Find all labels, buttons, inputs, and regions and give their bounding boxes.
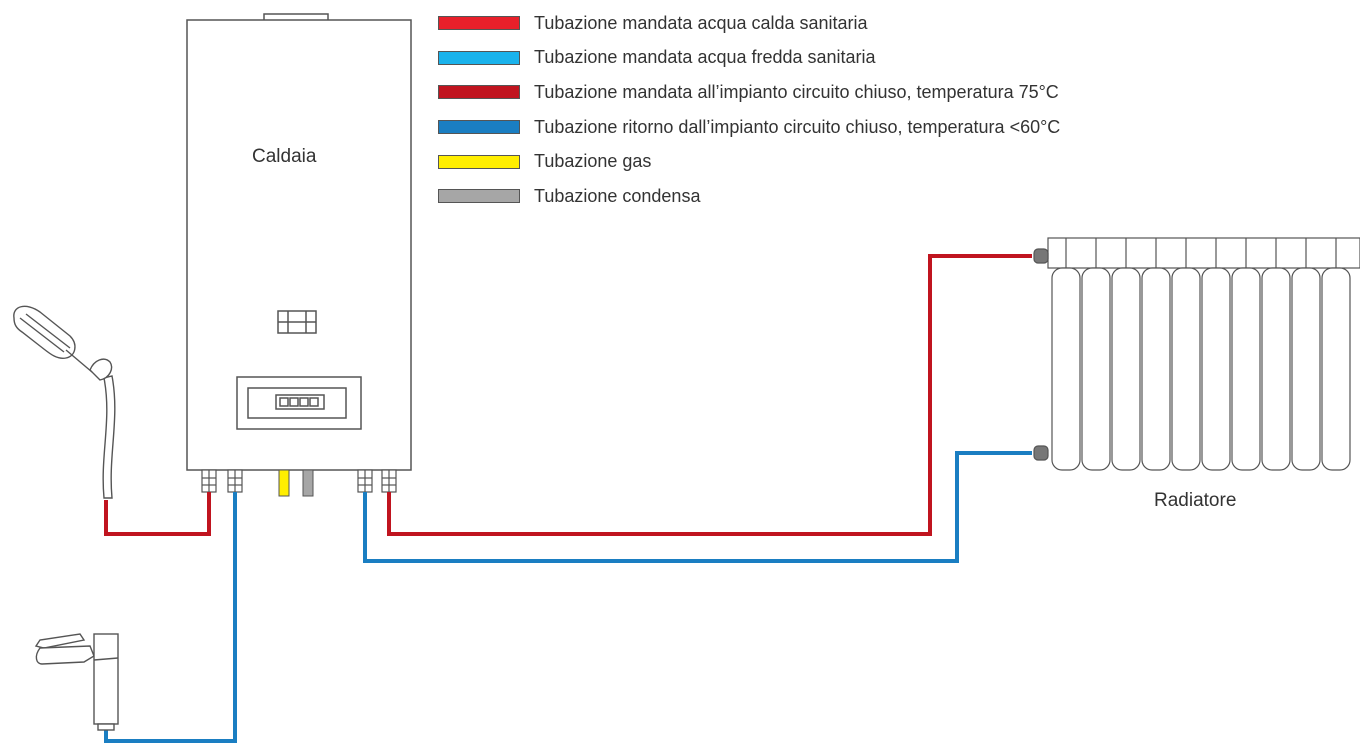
boiler-label: Caldaia — [252, 146, 317, 167]
legend-item-cold-sanitary: Tubazione mandata acqua fredda sanitaria — [438, 41, 1060, 76]
legend-label: Tubazione mandata all’impianto circuito … — [534, 81, 1059, 102]
legend-label: Tubazione gas — [534, 151, 652, 172]
condensate-pipe — [302, 469, 314, 497]
legend-item-gas: Tubazione gas — [438, 144, 1060, 179]
legend-label: Tubazione mandata acqua fredda sanitaria — [534, 47, 876, 68]
legend-item-closed-circuit-return: Tubazione ritorno dall’impianto circuito… — [438, 110, 1060, 145]
cold-water-pipe-tap — [104, 492, 237, 743]
shower-head-icon — [13, 305, 116, 499]
legend-label: Tubazione mandata acqua calda sanitaria — [534, 12, 868, 33]
legend-swatch — [438, 154, 520, 169]
legend-label: Tubazione condensa — [534, 185, 701, 206]
legend-item-hot-sanitary: Tubazione mandata acqua calda sanitaria — [438, 6, 1060, 41]
boiler-fittings — [201, 469, 397, 493]
legend-swatch — [438, 189, 520, 204]
radiator-supply-pipe — [387, 254, 1032, 536]
radiator — [1033, 237, 1360, 471]
gas-pipe — [278, 469, 290, 497]
legend-item-closed-circuit-supply: Tubazione mandata all’impianto circuito … — [438, 75, 1060, 110]
legend: Tubazione mandata acqua calda sanitaria … — [438, 6, 1060, 214]
legend-swatch — [438, 16, 520, 31]
legend-swatch — [438, 120, 520, 135]
hot-water-pipe-shower — [104, 492, 211, 536]
legend-item-condensate: Tubazione condensa — [438, 179, 1060, 214]
legend-swatch — [438, 85, 520, 100]
legend-label: Tubazione ritorno dall’impianto circuito… — [534, 116, 1061, 137]
radiator-return-pipe — [363, 451, 1032, 563]
boiler — [186, 13, 412, 471]
radiator-label: Radiatore — [1154, 490, 1237, 511]
legend-swatch — [438, 50, 520, 65]
faucet-icon — [34, 633, 119, 731]
